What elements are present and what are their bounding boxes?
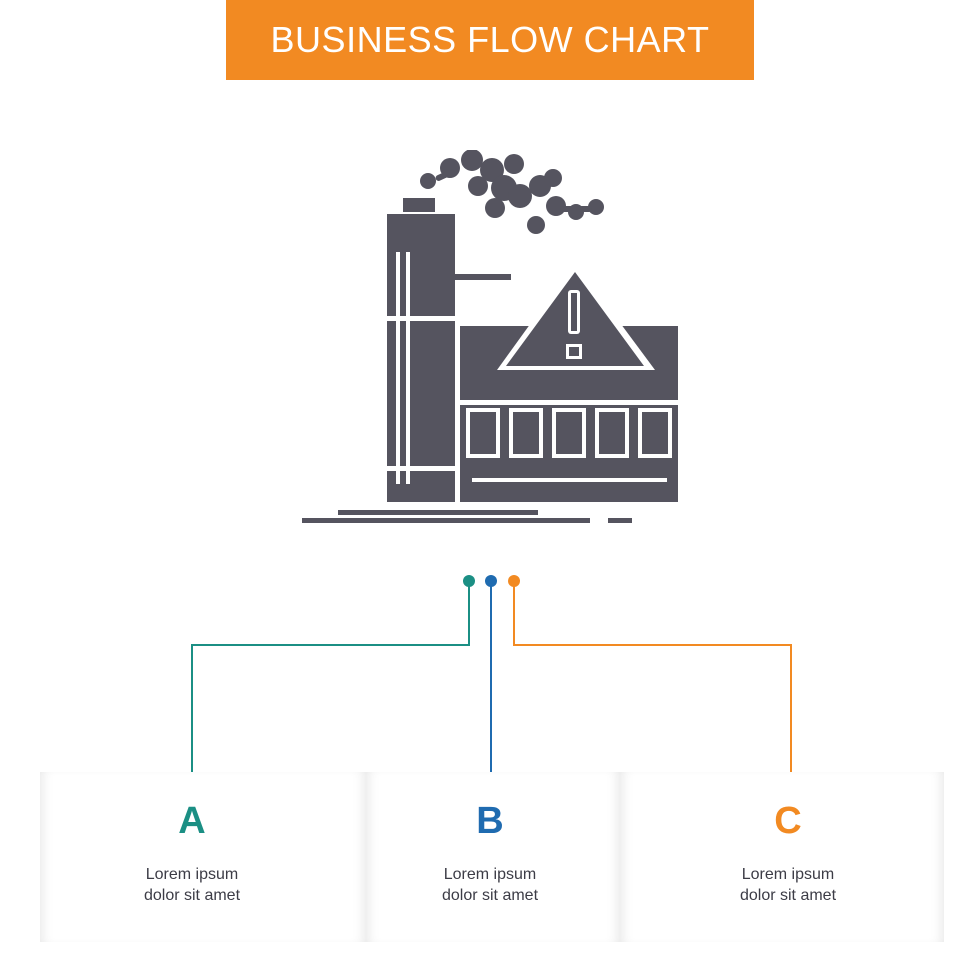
step-letter: A <box>178 800 206 842</box>
chart-title: BUSINESS FLOW CHART <box>270 19 710 60</box>
polluting-factory-warning-icon <box>302 150 678 523</box>
step-description: Lorem ipsum dolor sit amet <box>72 864 312 906</box>
node-dot-c <box>508 575 520 587</box>
step-panel-c <box>620 772 944 942</box>
smoke-cloud-icon <box>420 150 604 234</box>
step-description: Lorem ipsum dolor sit amet <box>370 864 610 906</box>
step-text-line1: Lorem ipsum <box>741 866 835 883</box>
step-card-b: B Lorem ipsum dolor sit amet <box>370 772 610 942</box>
step-letter: B <box>476 800 504 842</box>
step-card-a: A Lorem ipsum dolor sit amet <box>72 772 312 942</box>
step-panel-a <box>40 772 366 942</box>
step-text-line2: dolor sit amet <box>143 887 241 904</box>
step-card-c: C Lorem ipsum dolor sit amet <box>668 772 908 942</box>
step-panel-b <box>366 772 620 942</box>
step-text-line2: dolor sit amet <box>739 887 837 904</box>
connector-c <box>513 581 792 782</box>
step-description: Lorem ipsum dolor sit amet <box>668 864 908 906</box>
title-banner: BUSINESS FLOW CHART <box>226 0 754 80</box>
step-text-line1: Lorem ipsum <box>443 866 537 883</box>
node-dot-b <box>485 575 497 587</box>
node-dot-a <box>463 575 475 587</box>
step-text-line2: dolor sit amet <box>441 887 539 904</box>
step-letter: C <box>774 800 802 842</box>
step-text-line1: Lorem ipsum <box>145 866 239 883</box>
connector-a <box>191 581 470 782</box>
